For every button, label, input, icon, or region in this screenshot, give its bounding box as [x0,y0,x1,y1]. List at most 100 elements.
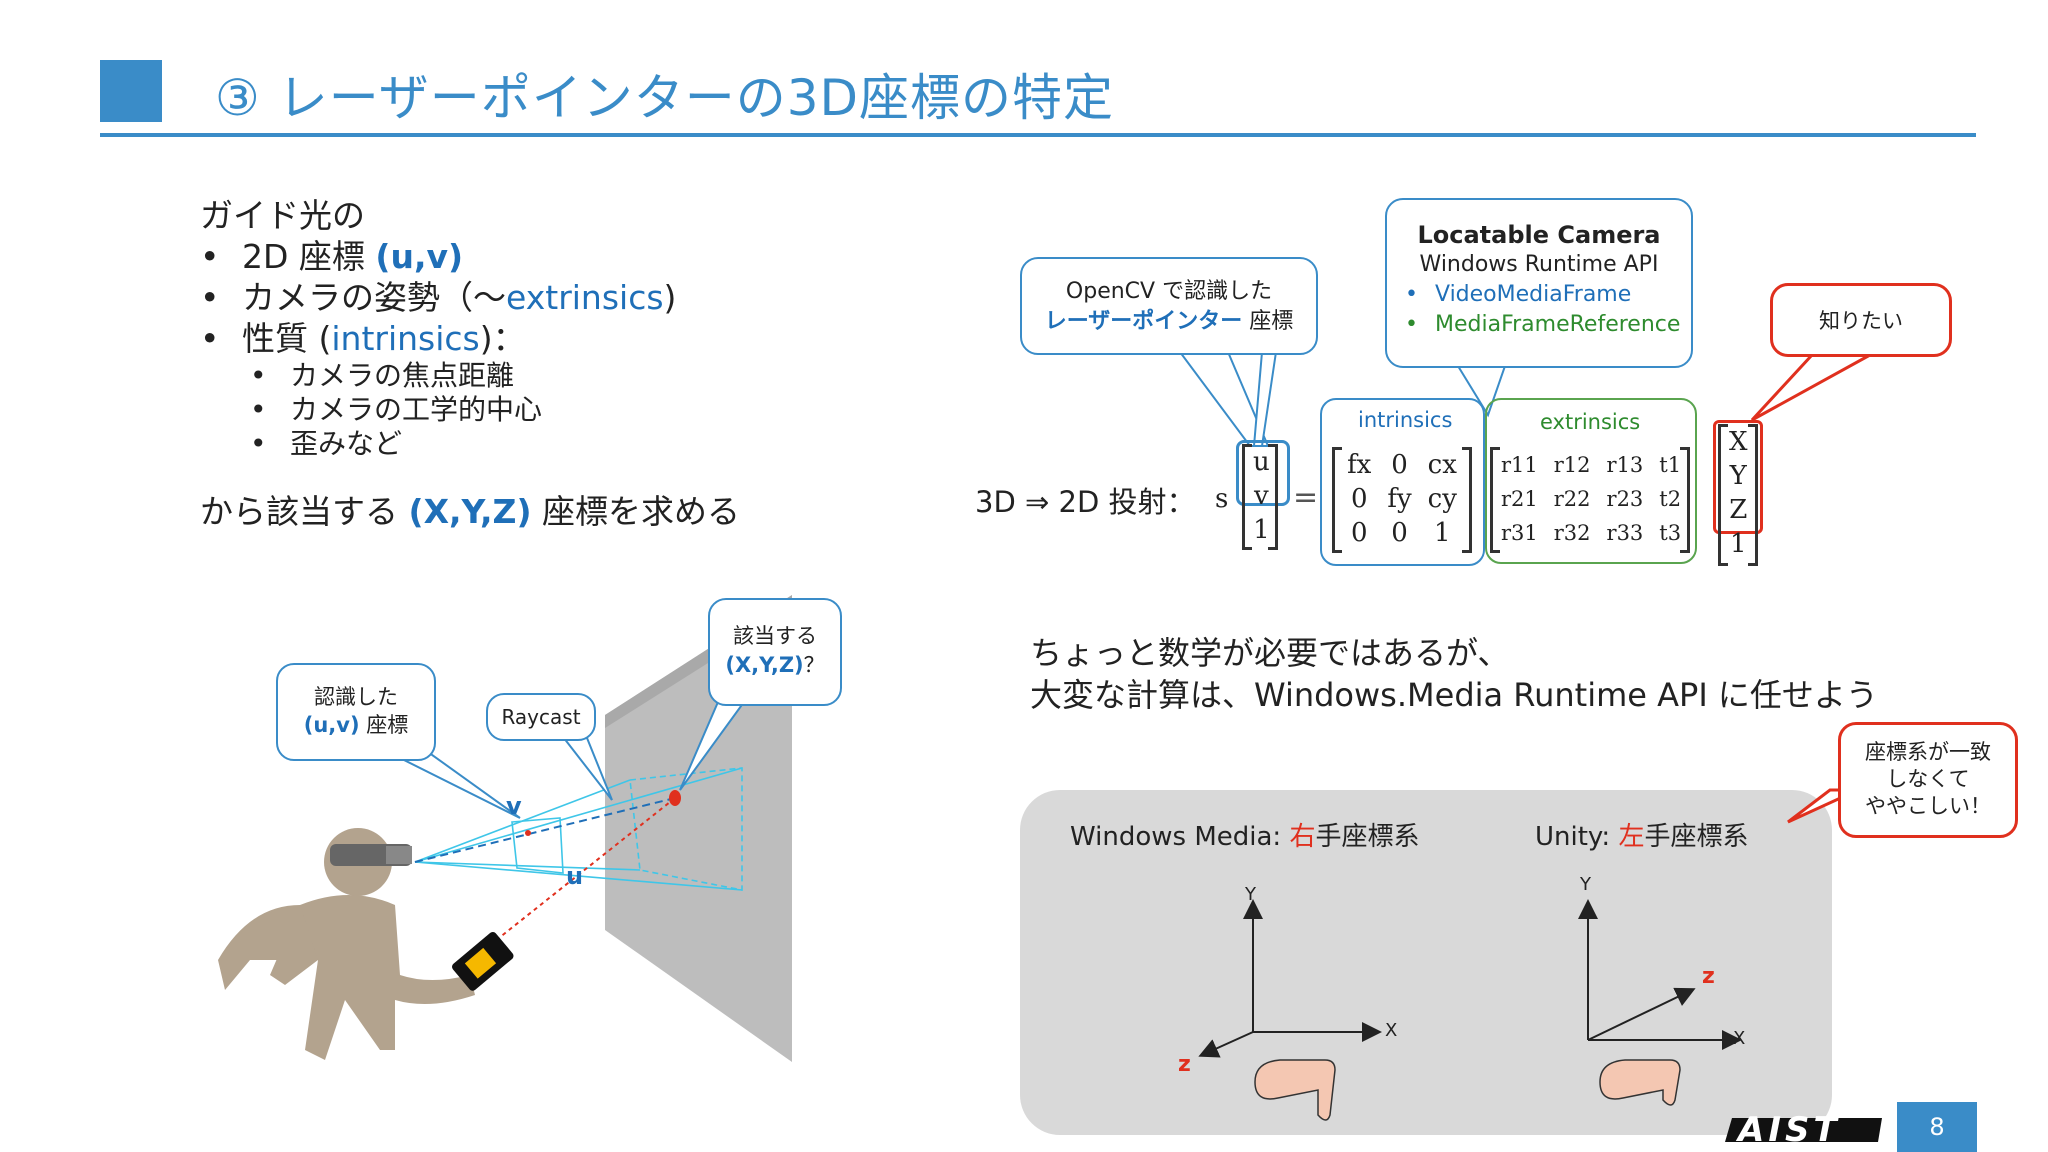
conclusion-pre: から該当する [200,492,409,531]
equals-sign: = [1293,480,1319,515]
matrix-cell: 1 [1434,518,1451,548]
ray-line [414,797,676,863]
matrix-cell: 1 [1253,515,1270,545]
equation-label: 3D ⇒ 2D 投射： [975,485,1196,519]
matrix-cell: X [1729,427,1748,457]
callout-text: OpenCV で認識した [1065,279,1273,304]
bullet-2d-coords: •2D 座標 (u,v) [200,237,464,276]
matrix-cell: t3 [1659,521,1682,545]
unity-coord-label: Unity: 左手座標系 [1535,816,1748,853]
matrix-cell: t2 [1659,487,1682,511]
callout-text: 該当する [733,624,817,648]
axis-z-label: z [1178,1052,1191,1077]
matrix-cell: r23 [1606,487,1644,511]
callout-text: 座標系が一致 [1865,740,1991,764]
matrix-cell: t1 [1659,453,1682,477]
page-title: ③ レーザーポインターの3D座標の特定 [215,69,1115,127]
callout-want-to-know: 知りたい [1770,283,1952,357]
callout-raycast: Raycast [486,693,596,741]
matrix-cell: cy [1427,484,1457,514]
sub-bullet: •歪みなど [250,427,403,460]
matrix-cell: r11 [1501,453,1538,477]
intro-text: ガイド光の [200,196,365,235]
note-line: 大変な計算は、Windows.Media Runtime API に任せよう [1030,676,1878,714]
label-hand: 左 [1618,822,1645,852]
matrix-cell: cx [1427,450,1457,480]
callout-text: (u,v) 座標 [278,711,434,739]
right-hand-icon [1254,1059,1336,1121]
image-point [525,830,531,836]
callout-subtitle: Windows Runtime API [1419,252,1659,277]
callout-highlight: (X,Y,Z) [725,653,804,677]
bullet-intrinsics: •性質 (intrinsics)： [200,319,526,358]
conclusion-highlight: (X,Y,Z) [408,492,532,531]
coordinate-systems-panel [1020,790,1832,1135]
matrix-cell: r13 [1606,453,1644,477]
bullet-highlight: (u,v) [375,237,464,276]
extrinsics-box [1485,398,1697,564]
label-pre: Unity: [1535,822,1619,852]
matrix-cell: u [1253,447,1270,477]
label-post: 手座標系 [1315,822,1420,852]
label-v: v [506,792,522,820]
callout-text-post: 座標 [359,713,409,737]
matrix-cell: 0 [1350,518,1368,548]
bullet-highlight: intrinsics [331,319,480,358]
laser-spot [669,790,681,806]
matrix-cell: r32 [1553,521,1591,545]
callout-locatable-camera: Locatable Camera Windows Runtime API •Vi… [1385,198,1693,368]
callout-text-post: 座標 [1242,309,1294,334]
callout-title: Locatable Camera [1417,221,1661,249]
callout-opencv: OpenCV で認識した レーザーポインター 座標 [1020,257,1318,355]
bullet-highlight: extrinsics [506,278,664,317]
callout-text: 認識した [314,685,398,709]
axis-y-label: Y [1245,884,1256,905]
windows-coord-label: Windows Media: 右手座標系 [1070,816,1419,853]
matrix-cell: 0 [1350,484,1368,514]
bullet-text-post: )： [479,319,526,358]
title-square-icon [100,60,162,122]
callout-list-item: •MediaFrameReference [1405,312,1681,337]
callout-tricky: 座標系が一致 しなくて ややこしい！ [1838,722,2018,838]
callout-target-xyz: 該当する (X,Y,Z)？ [708,598,842,706]
callout-text: (X,Y,Z)？ [710,651,840,680]
logo-mark [1725,1118,1882,1142]
left-hand-icon [1599,1059,1681,1106]
matrix-cell: 0 [1391,518,1408,548]
matrix-cell: Z [1729,495,1748,525]
left-hand-axes [1578,899,1742,1050]
label-intrinsics: intrinsics [1358,408,1453,432]
math-note: ちょっと数学が必要ではあるが、 大変な計算は、Windows.Media Run… [1030,632,1878,716]
label-hand: 右 [1289,822,1316,852]
laser-pointer-icon [452,931,514,991]
equation-scalar: s [1215,484,1229,514]
axis-z-label: z [1702,964,1715,989]
sub-bullet: •カメラの焦点距離 [250,359,515,392]
matrix-cell: fy [1387,484,1412,514]
title-divider [100,133,1976,137]
conclusion-text: から該当する (X,Y,Z) 座標を求める [200,491,740,532]
callout-recognized-uv: 認識した (u,v) 座標 [276,663,436,761]
matrix-cell: r21 [1501,487,1538,511]
wall-shape [605,595,792,1062]
matrix-cell: r22 [1553,487,1591,511]
bullet-text: カメラの姿勢（〜 [242,278,506,317]
callout-list-item: •VideoMediaFrame [1405,282,1632,307]
matrix-cell: v [1254,481,1269,511]
axis-y-label: Y [1580,874,1591,895]
callout-text: しなくて [1886,767,1970,791]
callout-highlight: レーザーポインター [1044,309,1243,334]
bullet-text: 2D 座標 [242,237,376,276]
axis-x-label: X [1733,1028,1746,1049]
right-hand-axes [1198,899,1382,1058]
bullet-text-post: ) [663,278,677,317]
bullet-extrinsics: •カメラの姿勢（〜extrinsics) [200,278,677,317]
callout-list: •VideoMediaFrame •MediaFrameReference [1387,280,1691,340]
matrix-cell: fx [1347,450,1372,480]
